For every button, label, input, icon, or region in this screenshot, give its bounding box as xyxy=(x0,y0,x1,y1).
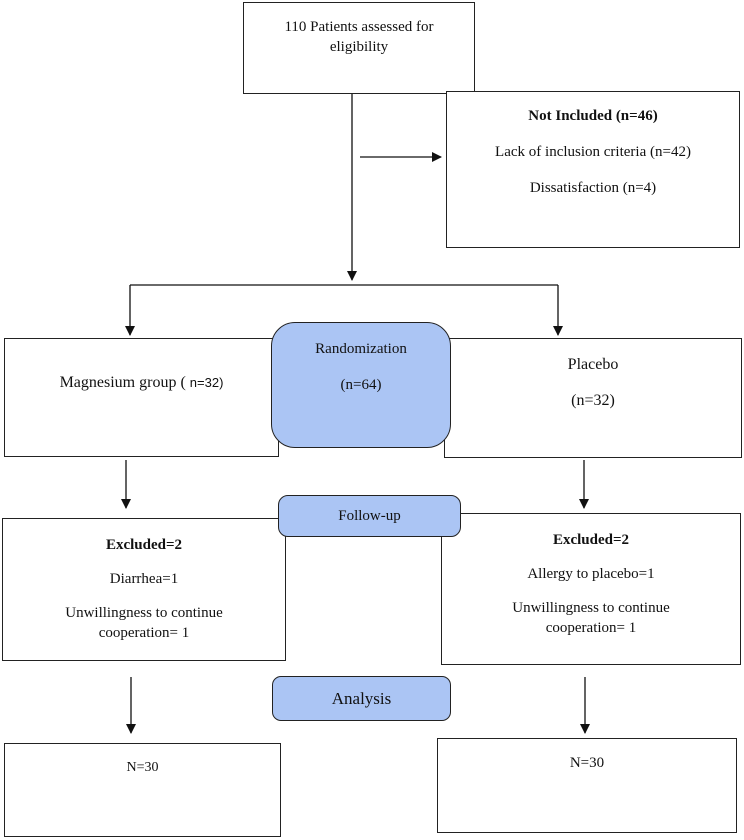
analysis-node: Analysis xyxy=(272,676,451,721)
analysis-label: Analysis xyxy=(331,688,392,708)
excluded-right-unwillingness: Unwillingness to continue cooperation= 1 xyxy=(442,598,740,638)
placebo-count: (n=32) xyxy=(571,392,615,409)
final-left-count: N=30 xyxy=(126,760,159,775)
not-included-reason-dissatisfaction: Dissatisfaction (n=4) xyxy=(529,180,657,196)
not-included-box: Not Included (n=46) Lack of inclusion cr… xyxy=(446,91,740,248)
excluded-right-title: Excluded=2 xyxy=(552,532,630,548)
excluded-left-diarrhea: Diarrhea=1 xyxy=(109,571,179,587)
randomization-label: Randomization xyxy=(315,341,407,357)
excluded-right-box: Excluded=2 Allergy to placebo=1 Unwillin… xyxy=(441,513,741,665)
magnesium-group-text: Magnesium group ( xyxy=(59,374,186,391)
randomization-count: (n=64) xyxy=(340,377,382,393)
excluded-right-unwillingness-line2: cooperation= 1 xyxy=(545,620,637,636)
excluded-right-unwillingness-line1: Unwillingness to continue xyxy=(512,600,670,616)
excluded-left-title: Excluded=2 xyxy=(105,537,183,553)
magnesium-group-box: Magnesium group ( n=32) xyxy=(4,338,279,457)
placebo-label: Placebo xyxy=(567,356,619,373)
magnesium-group-count: n=32) xyxy=(189,375,224,390)
excluded-right-allergy: Allergy to placebo=1 xyxy=(527,566,655,582)
excluded-left-box: Excluded=2 Diarrhea=1 Unwillingness to c… xyxy=(2,518,286,661)
follow-up-node: Follow-up xyxy=(278,495,461,537)
randomization-node: Randomization (n=64) xyxy=(271,322,451,448)
excluded-left-unwillingness: Unwillingness to continue cooperation= 1 xyxy=(3,603,285,643)
not-included-title: Not Included (n=46) xyxy=(528,108,658,124)
excluded-left-unwillingness-line1: Unwillingness to continue xyxy=(65,605,223,621)
final-right-box: N=30 xyxy=(437,738,737,833)
eligibility-line1: 110 Patients assessed for xyxy=(284,19,434,35)
eligibility-line2: eligibility xyxy=(329,39,389,55)
not-included-reason-criteria: Lack of inclusion criteria (n=42) xyxy=(495,144,691,160)
placebo-box: Placebo (n=32) xyxy=(444,338,742,458)
magnesium-group-label: Magnesium group ( n=32) xyxy=(5,373,278,393)
final-right-count: N=30 xyxy=(569,755,605,771)
follow-up-label: Follow-up xyxy=(338,507,401,524)
final-left-box: N=30 xyxy=(4,743,281,837)
eligibility-box: 110 Patients assessed for eligibility xyxy=(243,2,475,94)
excluded-left-unwillingness-line2: cooperation= 1 xyxy=(98,625,190,641)
